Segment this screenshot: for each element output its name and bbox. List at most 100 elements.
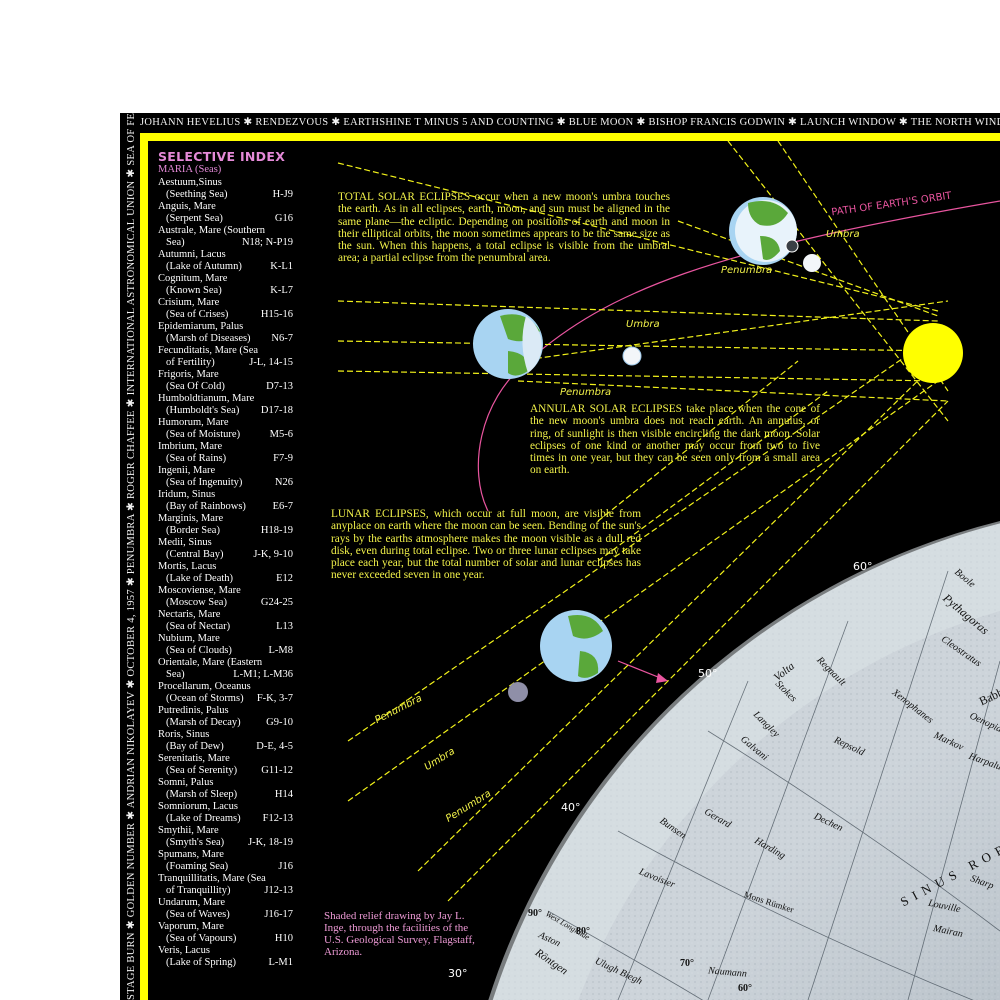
earth-annular-eclipse	[473, 309, 642, 379]
index-entry-grid-ref: J-K, 9-10	[253, 549, 293, 560]
relief-credit: Shaded relief drawing by Jay L. Inge, th…	[324, 910, 475, 958]
index-entry-description: (Lake of Dreams)	[166, 813, 241, 824]
index-entry: Frigoris, Mare(Sea Of Cold) D7-13	[158, 369, 293, 393]
penumbra-label-1: Penumbra	[721, 265, 773, 276]
index-entry-grid-ref: J16	[278, 861, 293, 872]
index-entry-description: Sea)	[166, 669, 185, 680]
index-entry-name: Imbrium, Mare	[158, 441, 223, 452]
index-entry: Smythii, Mare(Smyth's Sea)J-K, 18-19	[158, 825, 293, 849]
index-entry-grid-ref: J16-17	[264, 909, 293, 920]
index-entry-description: (Sea of Serenity)	[166, 765, 238, 776]
index-entry-description: (Foaming Sea)	[166, 861, 229, 872]
eclipse-diagram	[337, 141, 1000, 1000]
selective-index: SELECTIVE INDEX MARIA (Seas) Aestuum,Sin…	[158, 149, 293, 969]
index-entry-name: Nectaris, Mare	[158, 609, 221, 620]
index-entry-name: Epidemiarum, Palus	[158, 321, 244, 332]
index-entry: Putredinis, Palus(Marsh of Decay)G9-10	[158, 705, 293, 729]
index-entry: Spumans, Mare(Foaming Sea) J16	[158, 849, 293, 873]
index-entry-grid-ref: G11-12	[261, 765, 293, 776]
latitude-30: 30°	[448, 967, 468, 980]
index-entry-description: (Border Sea)	[166, 525, 220, 536]
index-entry: Undarum, Mare(Sea of Waves) J16-17	[158, 897, 293, 921]
index-entry-grid-ref: L-M1	[268, 957, 294, 968]
index-entry-description: of Tranquillity)	[166, 885, 231, 896]
index-entry-grid-ref: F7-9	[273, 453, 293, 464]
index-entry-grid-ref: E12	[276, 573, 293, 584]
index-entry: Medii, Sinus(Central Bay) J-K, 9-10	[158, 537, 293, 561]
index-entry-name: Mortis, Lacus	[158, 561, 217, 572]
index-entry-description: (Marsh of Decay)	[166, 717, 241, 728]
index-title: SELECTIVE INDEX	[158, 149, 286, 164]
index-entry-grid-ref: K-L1	[270, 261, 293, 272]
index-entry-name: Smythii, Mare	[158, 825, 219, 836]
index-entry-grid-ref: J12-13	[264, 885, 293, 896]
index-entry-description: (Sea of Moisture)	[166, 429, 241, 440]
index-entry-name: Nubium, Mare	[158, 633, 220, 644]
index-entry-grid-ref: N6-7	[271, 333, 293, 344]
map-panel: SELECTIVE INDEX MARIA (Seas) Aestuum,Sin…	[148, 141, 1000, 1000]
index-entry: Roris, Sinus(Bay of Dew)D-E, 4-5	[158, 729, 293, 753]
index-entry-name: Orientale, Mare (Eastern	[158, 657, 263, 668]
index-entry-description: Sea)	[166, 237, 185, 248]
index-entry-name: Australe, Mare (Southern	[158, 225, 266, 236]
index-entry-name: Spumans, Mare	[158, 849, 224, 860]
index-entry-description: of Fertility)	[166, 357, 215, 368]
index-entry-grid-ref: G16	[274, 213, 293, 224]
index-entry-grid-ref: D-E, 4-5	[256, 741, 293, 752]
latitude-50: 50°	[698, 667, 718, 680]
moon-surface	[488, 521, 1000, 1000]
index-entry-grid-ref: N18; N-P19	[241, 237, 293, 248]
index-entry-grid-ref: L-M1; L-M36	[233, 669, 293, 680]
index-entry-description: (Sea of Waves)	[166, 909, 230, 920]
index-entry: Humorum, Mare(Sea of Moisture)M5-6	[158, 417, 293, 441]
index-entry-grid-ref: M5-6	[269, 429, 293, 440]
index-entry-name: Fecunditatis, Mare (Sea	[158, 345, 259, 356]
index-entry-description: (Sea of Crises)	[166, 309, 229, 320]
index-entry-description: (Central Bay)	[166, 549, 224, 560]
index-entry-name: Putredinis, Palus	[158, 705, 229, 716]
umbra-label-2: Umbra	[626, 319, 660, 330]
index-entry: Cognitum, Mare(Known Sea)K-L7	[158, 273, 293, 297]
index-entry: Ingenii, Mare(Sea of Ingenuity)N26	[158, 465, 293, 489]
index-entry-name: Marginis, Mare	[158, 513, 224, 524]
yellow-frame-top	[140, 133, 1000, 141]
longitude-90: 90°	[528, 908, 542, 919]
left-border-text: STAGE BURN ✱ GOLDEN NUMBER ✱ ANDRIAN NIK…	[126, 113, 137, 1000]
index-entry: Crisium, Mare(Sea of Crises)H15-16	[158, 297, 293, 321]
index-entry-name: Frigoris, Mare	[158, 369, 219, 380]
index-entry-grid-ref: L13	[276, 621, 293, 632]
index-entry: Veris, Lacus(Lake of Spring)L-M1	[158, 945, 293, 969]
index-entry-grid-ref: D7-13	[266, 381, 293, 392]
index-entry-grid-ref: N26	[274, 477, 293, 488]
index-entry-name: Aestuum,Sinus	[158, 177, 222, 188]
index-entry-name: Autumni, Lacus	[158, 249, 226, 260]
index-entry: Anguis, Mare(Serpent Sea)G16	[158, 201, 293, 225]
index-entry-name: Tranquillitatis, Mare (Sea	[158, 873, 266, 884]
index-entry-name: Humboldtianum, Mare	[158, 393, 255, 404]
index-entry: Vaporum, Mare(Sea of Vapours)H10	[158, 921, 293, 945]
index-entry-grid-ref: J-L, 14-15	[249, 357, 293, 368]
index-entry-name: Medii, Sinus	[158, 537, 212, 548]
poster: ✱ JOHANN HEVELIUS ✱ RENDEZVOUS ✱ EARTHSH…	[120, 113, 1000, 1000]
index-subtitle: MARIA (Seas)	[158, 164, 222, 175]
yellow-frame-left	[140, 133, 148, 1000]
index-entry-description: (Bay of Rainbows)	[166, 501, 246, 512]
umbra-label-1: Umbra	[826, 229, 860, 240]
index-entry: Somniorum, Lacus(Lake of Dreams)F12-13	[158, 801, 293, 825]
index-entry: Iridum, Sinus(Bay of Rainbows)E6-7	[158, 489, 293, 513]
lunar-eclipse-text: LUNAR ECLIPSES, which occur at full moon…	[331, 508, 641, 582]
index-entry-description: (Sea Of Cold)	[166, 381, 225, 392]
index-entry-name: Undarum, Mare	[158, 897, 226, 908]
index-entry-description: (Serpent Sea)	[166, 213, 223, 224]
eclipsed-moon	[508, 682, 528, 702]
index-entry: Imbrium, Mare(Sea of Rains)F7-9	[158, 441, 293, 465]
index-entry-description: (Marsh of Diseases)	[166, 333, 251, 344]
penumbra-label-2: Penumbra	[560, 387, 612, 398]
index-entry-grid-ref: J-K, 18-19	[248, 837, 293, 848]
latitude-60: 60°	[853, 560, 873, 573]
index-entry-name: Cognitum, Mare	[158, 273, 228, 284]
